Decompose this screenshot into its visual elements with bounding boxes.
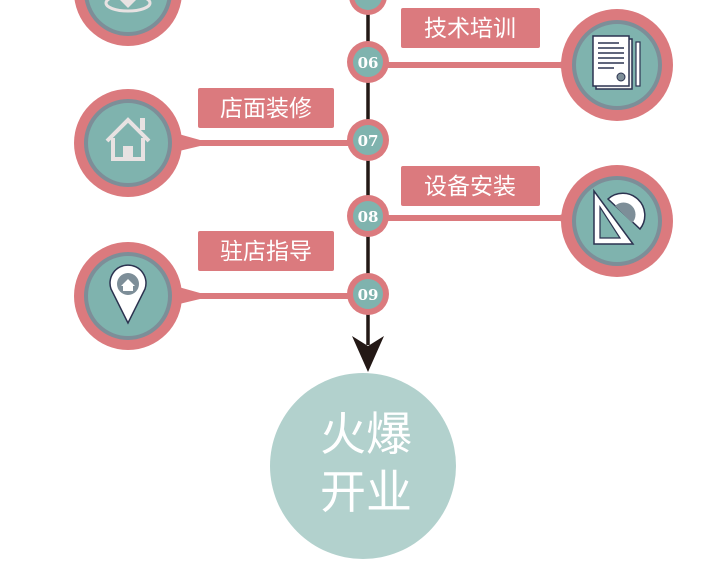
- step-node-06: 06: [347, 41, 389, 83]
- step-number: 07: [358, 132, 379, 150]
- step-icon-circle-08: [561, 165, 673, 277]
- step-node-07: 07: [347, 119, 389, 161]
- connector-07: [175, 133, 368, 152]
- step-node-inner: [354, 0, 382, 10]
- step-icon-circle-07: [74, 89, 182, 197]
- step-icon-circle-05: [74, 0, 182, 46]
- step-label-07: 店面装修: [198, 88, 334, 128]
- step-icon-circle-09: [74, 242, 182, 350]
- connector-09: [175, 286, 368, 305]
- step-icon-circle-06: [561, 9, 673, 121]
- ruler-protractor-icon: [593, 188, 646, 245]
- connector-06: [368, 55, 580, 75]
- step-number: 09: [358, 286, 379, 304]
- step-label-06: 技术培训: [401, 8, 540, 48]
- house-icon: [105, 117, 151, 161]
- step-node-08: 08: [347, 195, 389, 237]
- final-text-line2: 开业: [320, 465, 412, 519]
- step-node-09: 09: [347, 273, 389, 315]
- connector-08: [368, 208, 580, 228]
- step-label-08: 设备安装: [401, 166, 540, 206]
- contract-document-icon: [592, 35, 641, 90]
- step-label-09: 驻店指导: [198, 231, 334, 271]
- grand-opening-circle: 火爆 开业: [270, 373, 456, 559]
- step-label-text: 店面装修: [220, 96, 312, 122]
- arrow-down-icon: [352, 336, 384, 372]
- step-label-text: 设备安装: [424, 174, 516, 200]
- step-number: 08: [358, 208, 379, 226]
- step-number: 06: [358, 54, 379, 72]
- final-text-line1: 火爆: [320, 407, 412, 461]
- step-label-text: 驻店指导: [220, 239, 312, 265]
- step-label-text: 技术培训: [424, 16, 516, 42]
- location-pin-icon: [109, 264, 147, 325]
